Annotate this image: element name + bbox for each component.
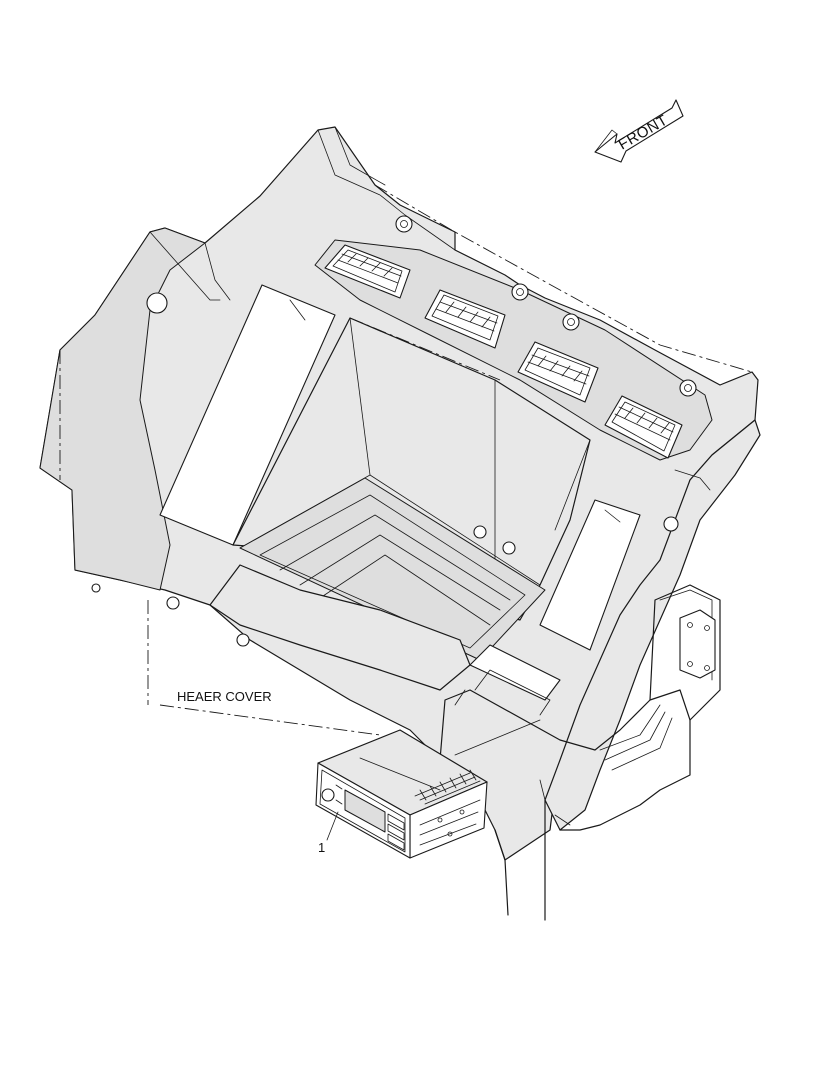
fastener bbox=[502, 541, 516, 555]
front-direction-arrow: FRONT bbox=[594, 99, 684, 163]
heater-cover-housing bbox=[439, 584, 721, 831]
fastener bbox=[395, 215, 413, 233]
front-arrow-label: FRONT bbox=[616, 112, 671, 154]
radio-leader-line bbox=[454, 719, 541, 756]
pillar-hole bbox=[663, 516, 679, 532]
centre-line bbox=[349, 317, 501, 381]
air-vent bbox=[604, 395, 683, 459]
left-storage-pocket bbox=[159, 284, 336, 546]
mounting-hole bbox=[146, 292, 168, 314]
fastener bbox=[511, 283, 529, 301]
fastener bbox=[166, 596, 180, 610]
fasteners bbox=[91, 215, 697, 647]
leader-lines bbox=[59, 184, 753, 841]
fastener bbox=[91, 583, 101, 593]
radio-slot bbox=[469, 644, 561, 701]
heater-cover-label: HEAER COVER bbox=[177, 689, 272, 704]
centre-line bbox=[374, 184, 753, 373]
centre-line bbox=[159, 704, 381, 736]
fastener bbox=[473, 525, 487, 539]
air-vent bbox=[424, 289, 506, 349]
interior-trim-panel bbox=[39, 126, 761, 921]
item-number-1: 1 bbox=[318, 840, 325, 855]
fastener bbox=[679, 379, 697, 397]
item-1-leader-line bbox=[326, 811, 339, 841]
air-vents bbox=[324, 244, 683, 459]
right-storage-pocket bbox=[539, 499, 641, 651]
fastener bbox=[562, 313, 580, 331]
radio-display bbox=[344, 789, 386, 833]
fastener bbox=[236, 633, 250, 647]
radio-unit bbox=[315, 729, 488, 859]
air-vent bbox=[324, 244, 411, 299]
air-vent bbox=[517, 341, 599, 403]
volume-knob bbox=[321, 788, 335, 802]
